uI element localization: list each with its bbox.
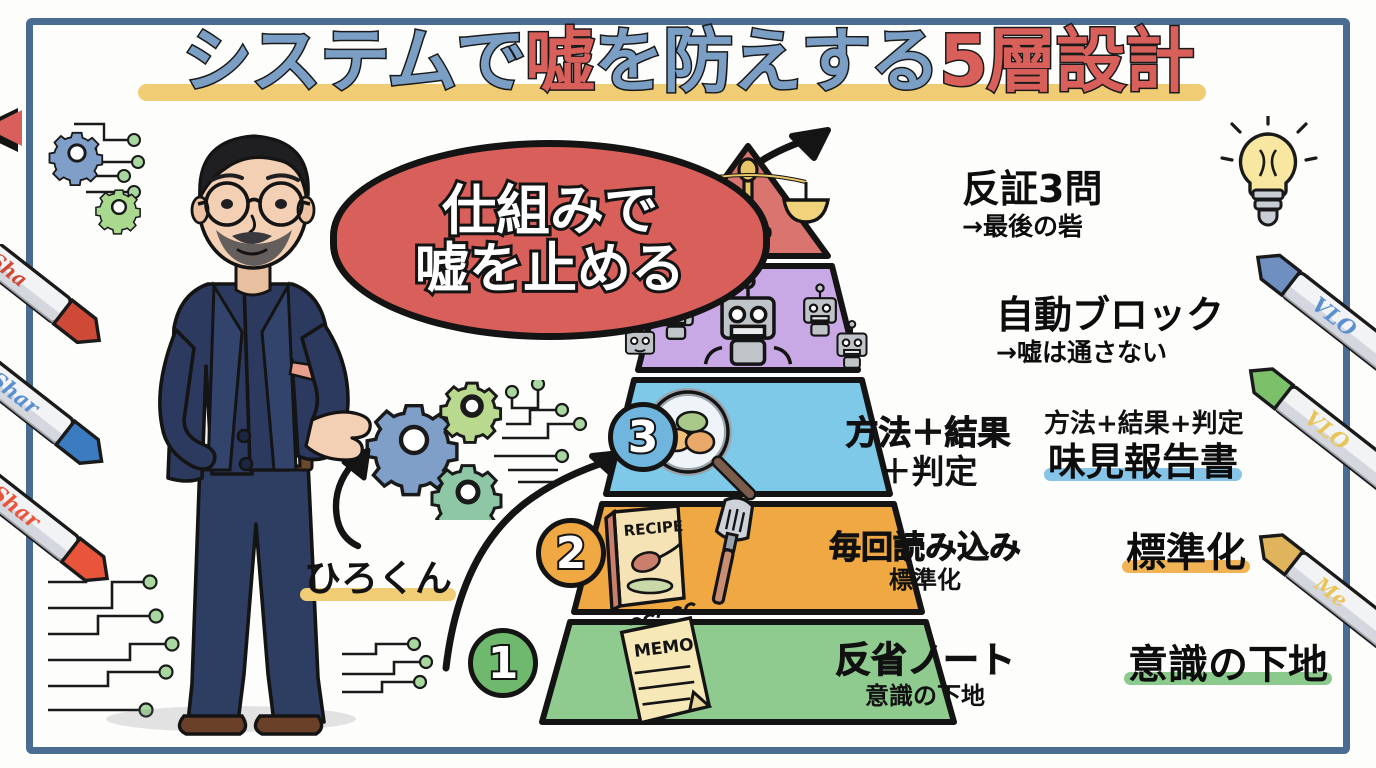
speech-bubble-tail [0,108,18,152]
lightbulb-icon [1220,116,1318,227]
character-name-label: ひろくん [300,548,456,602]
callout-apex-sub: →最後の砦 [962,211,1083,241]
callout-standard-main: 標準化 [1122,532,1250,574]
callout-base: 意識の下地 [1124,644,1332,686]
character-illustration-hirokun [158,134,372,736]
title-segment-3: を防えする [593,20,942,102]
callout-report-small: 方法+結果+判定 [1044,409,1244,439]
marker-green-right: VLO [1248,367,1376,501]
svg-text:RECIPE: RECIPE [623,517,684,540]
svg-text:Me: Me [1309,571,1352,612]
callout-auto-block-main: 自動ブロック [996,293,1225,337]
page-title: システムで嘘を防えする5層設計 [0,20,1376,102]
svg-text:VLO: VLO [1307,291,1362,342]
callout-report-main: 味見報告書 [1044,442,1243,483]
svg-text:Shar: Shar [0,480,47,535]
step-number-2-label: 2 [554,526,589,581]
speech-bubble-line-1: 仕組みで [439,178,661,243]
svg-text:Shar: Shar [0,366,46,421]
memo-notepad-icon: MEMO [619,602,713,725]
svg-text:VLO: VLO [1300,405,1355,456]
speech-bubble-line-2: 嘘を止める [412,236,688,301]
callout-apex: 反証3問 →最後の砦 [962,167,1103,242]
callout-base-main: 意識の下地 [1124,644,1332,686]
step-number-1-label: 1 [486,636,521,691]
marker-blue-right: VLO [1255,253,1376,386]
callout-auto-block: 自動ブロック →嘘は通さない [996,293,1225,368]
callout-report: 方法+結果+判定 味見報告書 [1044,410,1244,482]
step-number-3: 3 [608,402,678,472]
pyramid-layer-1-shape [539,619,957,725]
speech-bubble: 仕組みで 嘘を止める [330,140,770,340]
character-name-tag: ひろくん [300,548,456,602]
callout-apex-main: 反証3問 [962,167,1103,211]
title-underline-highlight [138,84,1206,101]
title-segment-4: 5層設計 [938,20,1197,102]
step-number-1: 1 [468,628,538,698]
svg-text:Sha: Sha [0,247,32,292]
callout-auto-block-sub: →嘘は通さない [996,337,1167,367]
title-segment-1: システムで [181,20,528,102]
recipe-book-spatula-icon: RECIPE [604,496,755,613]
step-number-3-label: 3 [626,410,661,465]
callout-standard: 標準化 [1122,532,1250,574]
title-segment-2: 嘘 [524,20,597,102]
step-number-2: 2 [536,518,606,588]
